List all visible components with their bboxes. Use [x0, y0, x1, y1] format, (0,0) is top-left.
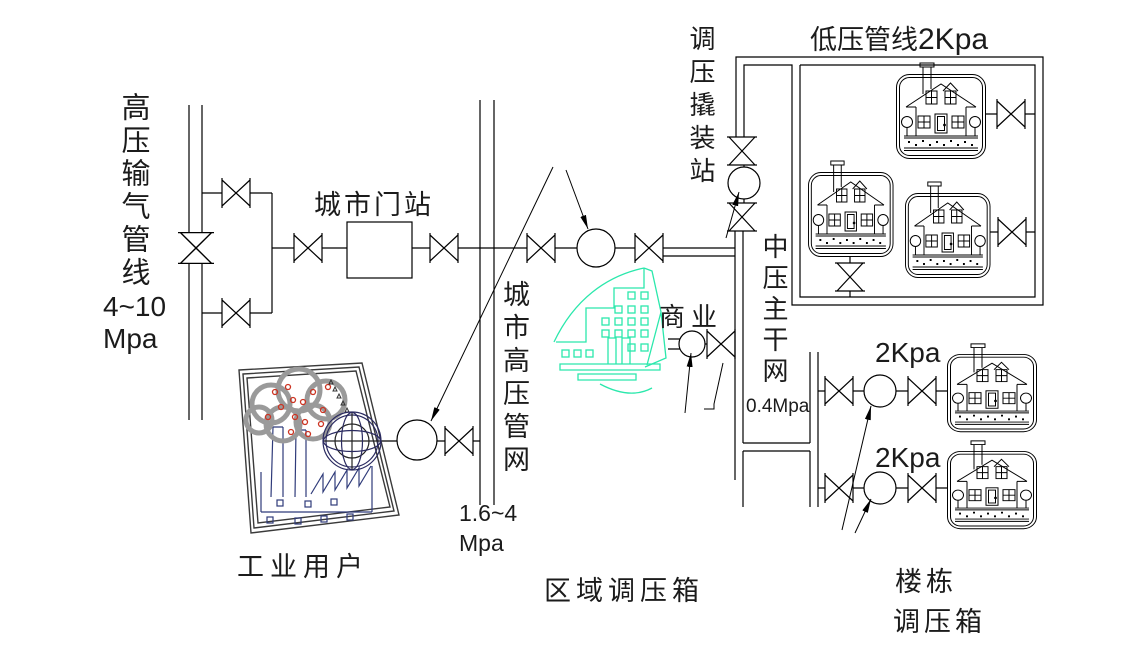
valve-icon — [726, 136, 758, 166]
valve-icon — [293, 232, 323, 264]
valve-icon — [429, 232, 459, 264]
house-icon — [807, 160, 894, 257]
leader-arrow — [854, 498, 872, 534]
label-building-regulator-box-line2: 调压箱 — [893, 607, 986, 637]
regulator-circle — [727, 166, 761, 200]
label-city-hp-network: 城市高压管网 — [499, 280, 529, 478]
flow-meter-globe-icon — [322, 411, 382, 471]
regulator-circle — [678, 330, 706, 358]
valve-icon — [221, 297, 251, 329]
valve-icon — [907, 472, 937, 504]
city-gate-station-box — [346, 221, 413, 279]
leader-arrow — [684, 352, 693, 414]
label-commercial: 商业 — [659, 302, 724, 332]
valve-icon — [444, 425, 474, 457]
leader-arrow — [725, 191, 740, 239]
valve-icon — [221, 177, 251, 209]
regulator-icons — [396, 166, 897, 505]
leader-line — [704, 362, 724, 410]
leader-arrow — [841, 405, 872, 531]
leader-arrows — [430, 166, 872, 534]
label-hp-pressure-unit: Mpa — [103, 323, 158, 354]
house-icon — [896, 62, 986, 159]
label-building-regulator-box-line1: 楼栋 — [895, 567, 957, 597]
label-regional-regulator-box: 区域调压箱 — [544, 576, 704, 606]
leader-arrow — [565, 169, 589, 230]
valve-icon — [634, 232, 664, 264]
regulator-circle — [396, 419, 438, 461]
valve-icon — [996, 98, 1026, 130]
house-icon — [904, 181, 991, 278]
valve-icon — [907, 375, 937, 407]
valve-icon — [177, 231, 215, 265]
valve-icon — [997, 216, 1027, 248]
house-icon — [947, 343, 1037, 433]
regulator-circle — [576, 228, 616, 268]
regulator-circle — [863, 471, 897, 505]
label-city-gate-station: 城市门站 — [314, 190, 434, 220]
label-mp-pressure: 0.4Mpa — [746, 396, 810, 417]
label-lp-pipeline: 低压管线 — [810, 25, 918, 55]
valve-icon — [526, 232, 556, 264]
label-regulator-skid-station: 调压撬装站 — [686, 25, 716, 190]
label-hp-pipeline: 高压输气管线 — [117, 92, 149, 290]
label-branch1-pressure: 2Kpa — [875, 337, 941, 368]
commercial-building-sketch — [553, 267, 667, 394]
label-branch2-pressure: 2Kpa — [875, 442, 941, 473]
label-city-hp-pressure-range: 1.6~4 — [459, 500, 518, 526]
regulator-circle — [863, 374, 897, 408]
valve-icon — [834, 262, 866, 292]
label-city-hp-pressure-unit: Mpa — [459, 530, 504, 556]
label-lp-pressure: 2Kpa — [918, 23, 989, 56]
label-mp-main-network: 中压主干网 — [759, 233, 789, 388]
label-industrial-user: 工业用户 — [237, 552, 369, 582]
industrial-plant-icon — [238, 362, 400, 534]
leader-arrow — [430, 166, 554, 422]
label-hp-pressure-range: 4~10 — [103, 291, 167, 322]
label-lp-title: 低压管线2Kpa — [810, 18, 988, 57]
valve-icon — [824, 472, 854, 504]
pipe-network — [188, 56, 1044, 507]
valve-icon — [824, 375, 854, 407]
house-icon — [947, 440, 1037, 530]
